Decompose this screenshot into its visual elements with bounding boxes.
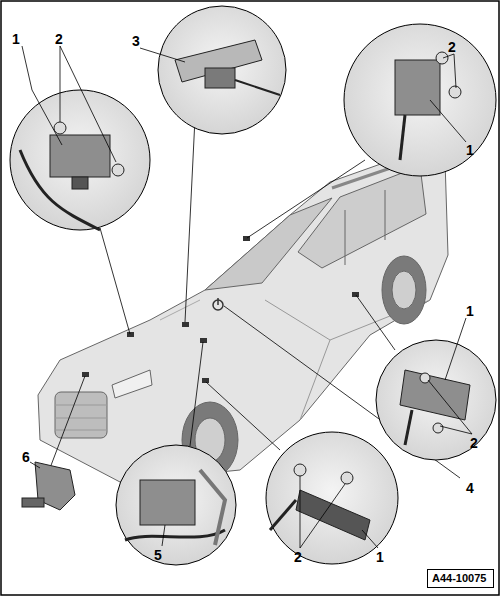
drawing-part [50, 135, 110, 177]
drawing-part [140, 480, 195, 525]
drawing-part [190, 342, 203, 446]
drawing-part [20, 150, 100, 230]
drawing-part [158, 6, 286, 134]
rim [392, 271, 416, 309]
callout-number: 2 [55, 32, 63, 46]
drawing-number-box: A44-10075 [427, 569, 494, 588]
callout-number: 1 [376, 550, 384, 564]
sensor-units [20, 40, 470, 545]
drawing-part [395, 60, 440, 115]
drawing-part [296, 490, 370, 540]
pillar [345, 190, 385, 265]
drawing-part [405, 410, 412, 445]
callout-number: 2 [294, 550, 302, 564]
drawing-part [206, 382, 280, 450]
drawing-part [449, 86, 461, 98]
callout-number: 2 [470, 436, 478, 450]
side-window [298, 166, 426, 268]
drawing-part [356, 295, 395, 350]
drawing-part [72, 177, 88, 189]
drawing-part [420, 373, 430, 383]
drawing-part [433, 423, 443, 433]
callout-leaders [22, 46, 472, 548]
drawing-part [266, 432, 398, 564]
drawing-part [400, 115, 405, 160]
callout-number: 3 [132, 34, 140, 48]
drawing-part [112, 164, 124, 176]
drawing-part [22, 46, 62, 145]
detail-circles [10, 6, 496, 565]
drawing-part [362, 530, 378, 548]
drawing-part [200, 338, 207, 343]
drawing-part [200, 470, 225, 545]
callout-number: 2 [448, 40, 456, 54]
drawing-part [376, 340, 496, 460]
callout-number: 1 [466, 143, 474, 157]
drawing-part [352, 292, 359, 297]
drawing-part [205, 68, 235, 88]
drawing-part [100, 228, 130, 334]
drawing-part [428, 380, 472, 434]
drawing-part [116, 445, 236, 565]
drawing-part [217, 298, 219, 305]
grille-bars [55, 405, 107, 430]
callout-number: 4 [466, 481, 474, 495]
drawing-part [344, 24, 496, 176]
drawing-part [294, 464, 306, 476]
headlight [112, 370, 152, 398]
drawing-part [140, 48, 185, 62]
drawing-part [445, 318, 466, 380]
callout-number: 1 [12, 32, 20, 46]
drawing-part [127, 332, 134, 337]
drawing-part [430, 100, 466, 142]
drawing-part [50, 376, 85, 468]
drawing-part [54, 122, 66, 134]
drawing-part [30, 462, 40, 468]
drawing-part [247, 160, 365, 238]
wiper [160, 300, 200, 320]
drawing-number: A44-10075 [428, 570, 493, 587]
drawing-part [235, 80, 280, 95]
rear-wheel [382, 256, 426, 324]
drawing-part [82, 372, 89, 377]
callout-number: 6 [22, 450, 30, 464]
drawing-part [10, 90, 150, 230]
callout-number: 5 [154, 548, 162, 562]
drawing-part [436, 52, 448, 64]
drawing-part [270, 500, 296, 530]
drawing-part [202, 378, 209, 383]
drawing-part [22, 498, 44, 507]
drawing-part [300, 476, 345, 548]
drawing-part [341, 472, 353, 484]
drawing-part [185, 118, 195, 322]
drawing-part [443, 54, 456, 88]
drawing-part [162, 525, 165, 546]
drawing-part [60, 46, 116, 162]
drawing-part [182, 322, 189, 327]
drawing-part [125, 530, 225, 540]
callout-number: 1 [466, 304, 474, 318]
grille [55, 392, 107, 438]
sensor-marks [82, 236, 359, 383]
